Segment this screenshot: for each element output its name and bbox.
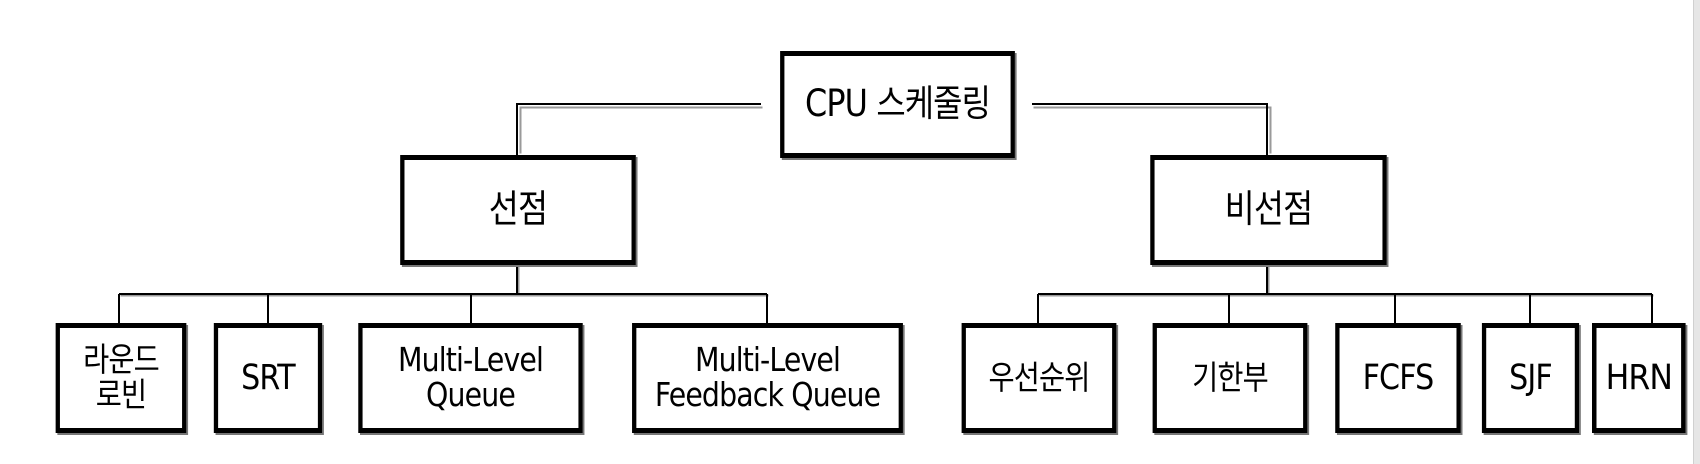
edge-root-preemptive (516, 103, 761, 155)
leaf-node-label: 기한부 (1192, 357, 1269, 397)
leaf-node-label: SJF (1509, 357, 1553, 398)
leaf-node-deadline: 기한부 (1152, 323, 1308, 433)
leaf-node-fcfs: FCFS (1335, 323, 1461, 433)
root-node-cpu-scheduling: CPU 스케줄링 (780, 51, 1015, 158)
leaf-node-round-robin: 라운드 로빈 (55, 323, 187, 433)
edge-preemptive-drops (118, 294, 768, 325)
leaf-node-label: FCFS (1362, 357, 1435, 398)
edge-preemptive-bus (120, 263, 769, 297)
leaf-node-srt: SRT (213, 323, 323, 433)
edge-root-nonpreemptive (1032, 103, 1268, 155)
group-node-label: 비선점 (1224, 187, 1313, 232)
leaf-node-label: HRN (1605, 357, 1673, 398)
edge-preemptive-bus (119, 262, 767, 295)
leaf-node-label: Multi-Level Queue (397, 340, 544, 414)
edge-nonpreemptive-bus (1039, 263, 1654, 297)
leaf-node-label: 우선순위 (988, 357, 1090, 397)
edge-nonpreemptive-bus (1038, 262, 1652, 295)
edge-nonpreemptive-drops (1037, 294, 1653, 325)
leaf-node-label: Multi-Level Feedback Queue (654, 340, 881, 414)
group-node-label: 선점 (488, 187, 548, 232)
leaf-node-label: SRT (241, 357, 296, 398)
leaf-node-label: 라운드 로빈 (83, 340, 160, 414)
leaf-node-priority: 우선순위 (961, 323, 1117, 433)
edge-root-preemptive (519, 106, 763, 154)
leaf-node-sjf: SJF (1481, 323, 1580, 433)
edge-root-nonpreemptive (1033, 106, 1272, 154)
group-node-preemptive: 선점 (400, 155, 636, 265)
root-node-label: CPU 스케줄링 (804, 82, 991, 126)
leaf-node-multi-level-feedback-queue: Multi-Level Feedback Queue (632, 323, 903, 433)
leaf-node-multi-level-queue: Multi-Level Queue (358, 323, 583, 433)
group-node-nonpreemptive: 비선점 (1150, 155, 1387, 265)
leaf-node-hrn: HRN (1592, 323, 1686, 433)
window-edge (1693, 0, 1700, 464)
